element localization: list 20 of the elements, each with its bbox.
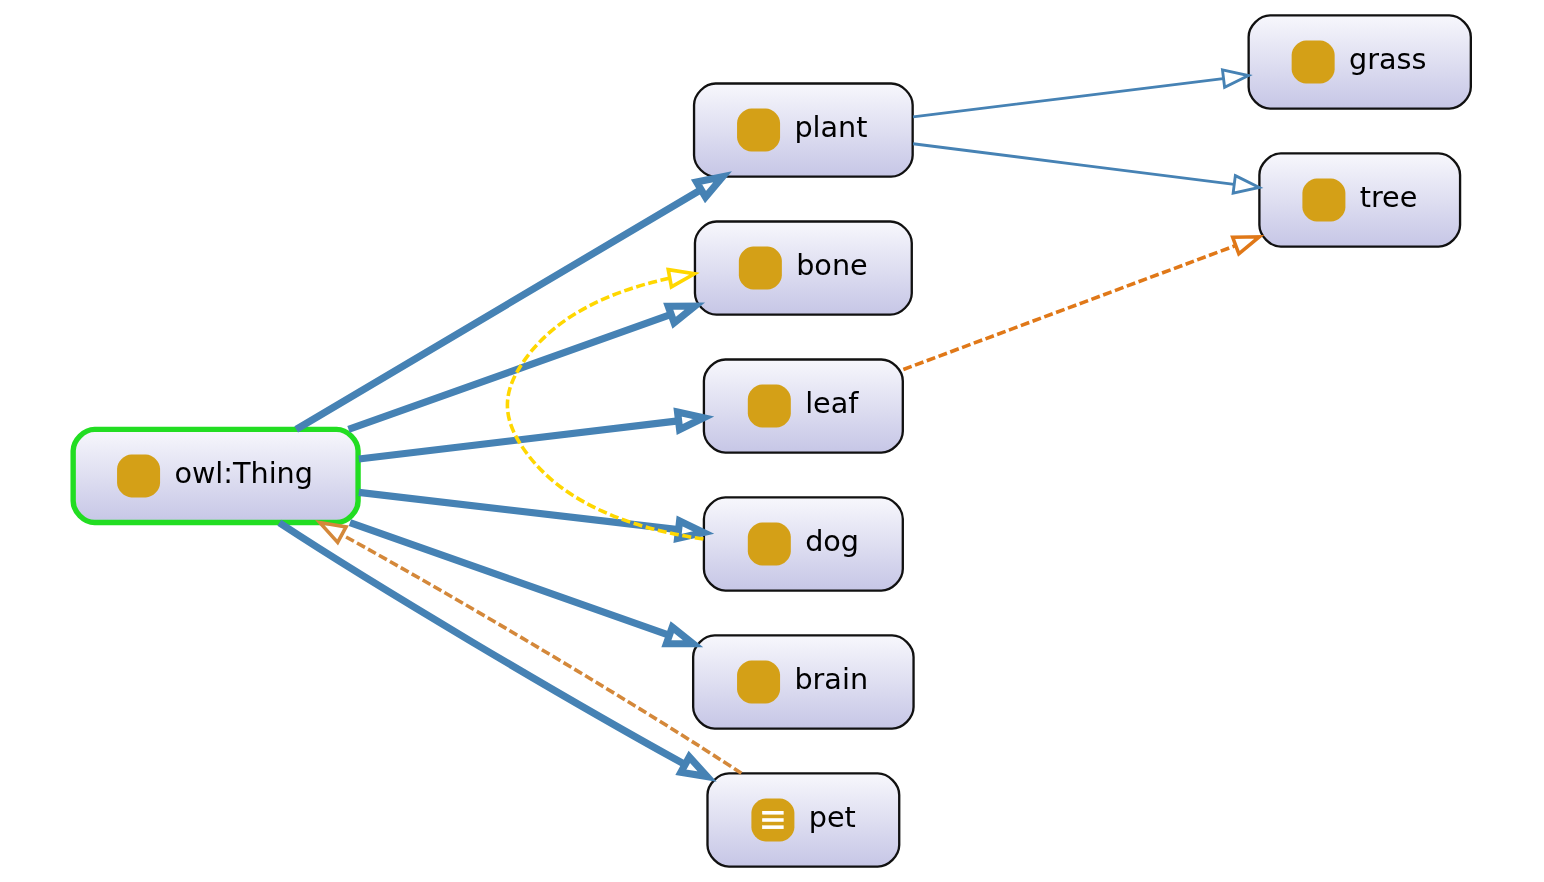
arrow xyxy=(358,488,715,544)
arrow xyxy=(348,519,704,648)
arrow xyxy=(505,267,704,541)
node-box: owl:Thing xyxy=(70,426,361,526)
arrow xyxy=(315,520,743,775)
node-box: plant xyxy=(692,82,914,178)
node-box: tree xyxy=(1258,152,1462,248)
arrow xyxy=(347,302,706,433)
arrow xyxy=(912,142,1264,195)
node-box: bone xyxy=(693,220,913,316)
arrow xyxy=(912,68,1253,119)
node-box: brain xyxy=(692,634,915,730)
node-box: pet xyxy=(706,772,901,868)
arrow xyxy=(902,234,1265,372)
arrow xyxy=(277,519,717,782)
node-box: grass xyxy=(1247,14,1472,110)
arrow xyxy=(358,407,715,463)
node-box: leaf xyxy=(702,358,904,454)
node-box: dog xyxy=(702,496,904,592)
arrow xyxy=(294,171,732,433)
